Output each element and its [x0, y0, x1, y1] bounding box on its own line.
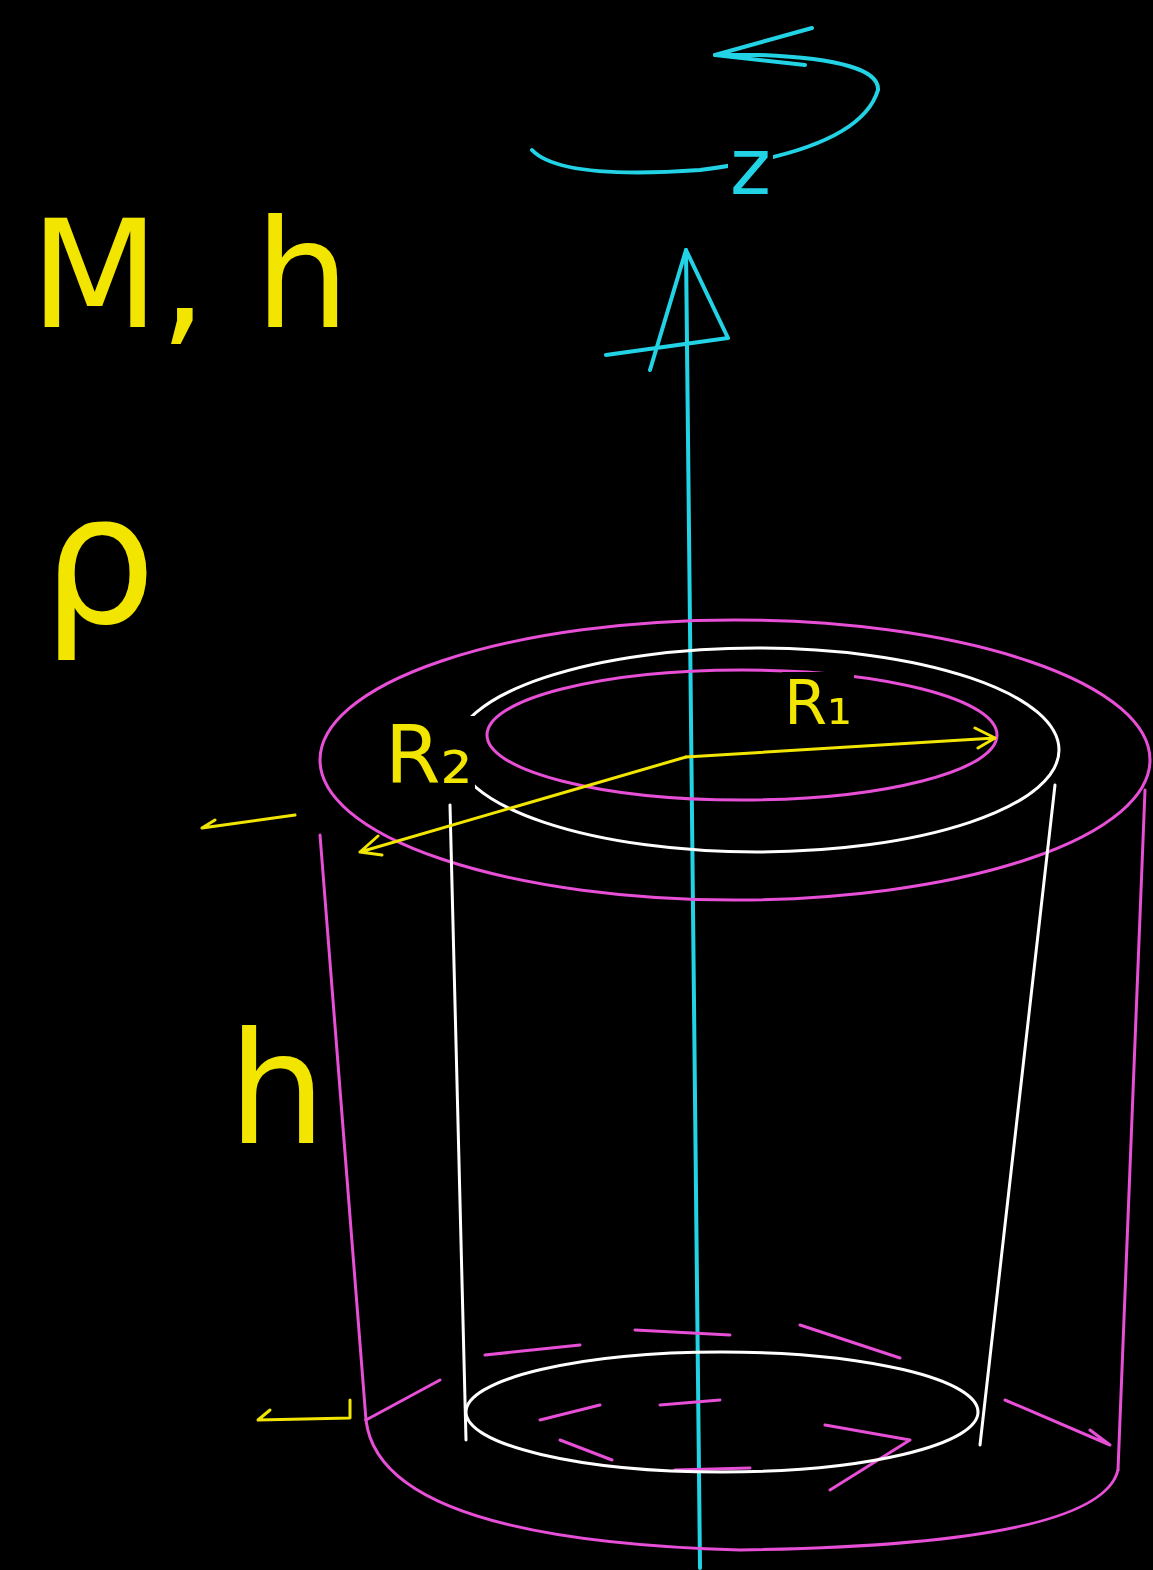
inner-side	[980, 785, 1055, 1445]
height-tick	[258, 1400, 350, 1420]
hatch-marks	[366, 1325, 1110, 1490]
outer-side	[1118, 790, 1145, 1470]
given-quantities: M, h	[28, 200, 352, 350]
height-tick	[202, 815, 295, 828]
radius-label: R₁	[782, 672, 854, 734]
axis-label: z	[728, 128, 773, 206]
rotation-arrow	[532, 55, 878, 173]
inner-top-ellipse	[487, 670, 997, 800]
height-label: h	[226, 1012, 328, 1167]
rotation-arrowhead	[715, 28, 812, 65]
inner-side	[450, 805, 466, 1440]
inner-cylinder-bottom	[466, 1352, 978, 1472]
inner-cylinder-top	[455, 648, 1059, 852]
density-symbol: ρ	[40, 470, 158, 650]
axis-arrowhead	[606, 250, 728, 370]
outer-top-ellipse	[320, 620, 1150, 900]
rotation-axis	[686, 250, 700, 1568]
outer-bottom-arc	[366, 1420, 1118, 1550]
radius-label: R₂	[383, 716, 475, 796]
